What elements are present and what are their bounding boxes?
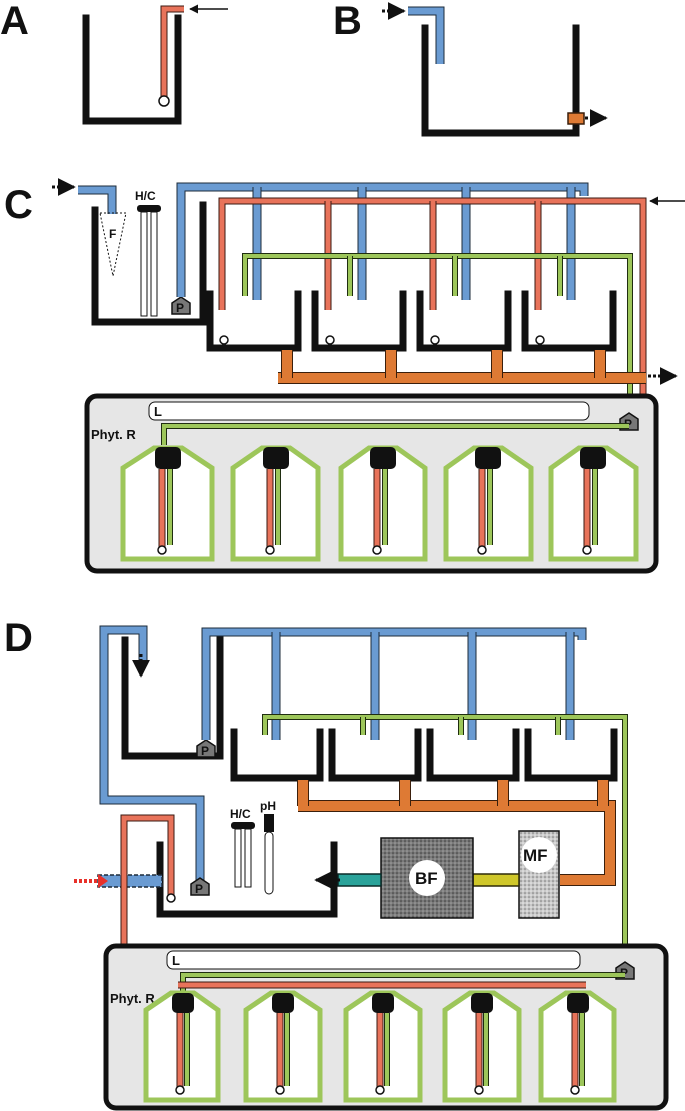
panel-d-reactor-label: Phyt. R bbox=[110, 991, 155, 1006]
panel-d-return-pipe bbox=[100, 626, 204, 880]
panel-c-pump-label: P bbox=[176, 301, 184, 315]
panel-d-nutrient-drops bbox=[360, 717, 561, 735]
panel-d-hc-cap bbox=[231, 822, 255, 829]
panel-c-nutrient-drops bbox=[347, 256, 563, 296]
panel-d-biofilter-badge bbox=[409, 860, 445, 896]
panel-d-sump-pump bbox=[190, 877, 210, 896]
panel-d-upper-tank bbox=[121, 636, 224, 760]
panel-d-label: D bbox=[4, 616, 33, 660]
panel-c-hc-label: H/C bbox=[135, 189, 156, 203]
panel-c: C F H/C P bbox=[4, 178, 685, 574]
panel-c-reactor-bottles bbox=[120, 445, 639, 562]
panel-c-main-tank bbox=[91, 201, 207, 326]
panel-c-label: C bbox=[4, 183, 33, 227]
panel-c-reactor-air-line bbox=[162, 424, 629, 445]
panel-c-filter-label: F bbox=[109, 227, 116, 241]
panel-d-biofilter-label: BF bbox=[415, 869, 438, 888]
panel-c-pump bbox=[171, 296, 191, 315]
panel-c-heater-cooler bbox=[150, 211, 158, 317]
panel-d-culture-tanks bbox=[230, 728, 618, 782]
panel-d-bf-to-sump-pipe bbox=[337, 873, 382, 887]
panel-d-freshwater-manifold bbox=[202, 628, 586, 740]
panel-d-drain-manifold bbox=[298, 801, 615, 885]
panel-d-lamp bbox=[166, 950, 581, 970]
panel-d-mf-to-bf-pipe bbox=[472, 873, 520, 887]
panel-c-reactor-label: Phyt. R bbox=[91, 427, 136, 442]
panel-b-drain-valve bbox=[567, 112, 585, 125]
panel-d-reactor-bottles bbox=[143, 990, 617, 1103]
panel-d-tank-2 bbox=[328, 728, 422, 782]
panel-d-ph-probe bbox=[264, 831, 274, 895]
panel-b: B bbox=[333, 0, 608, 137]
panel-d-hc-label: H/C bbox=[230, 807, 251, 821]
panel-c-freshwater-manifold bbox=[177, 183, 588, 297]
panel-c-tank-3 bbox=[416, 290, 512, 352]
panel-a-tank bbox=[82, 14, 182, 125]
panel-d-tank-4 bbox=[524, 728, 618, 782]
panel-a-label: A bbox=[0, 0, 29, 43]
panel-c-lamp-label: L bbox=[154, 404, 162, 419]
panel-c-lamp bbox=[148, 401, 590, 421]
panel-d-nutrient-manifold bbox=[263, 715, 627, 962]
panel-c-nutrient-manifold bbox=[243, 254, 632, 410]
panel-c-filter-cone bbox=[99, 212, 127, 277]
panel-d-tank-3 bbox=[426, 728, 520, 782]
panel-d-freshwater-drops bbox=[271, 632, 575, 740]
panel-c-tank-1 bbox=[206, 290, 302, 352]
panel-a-airstone-icon bbox=[158, 95, 170, 107]
panel-c-freshwater-drops bbox=[252, 187, 576, 300]
panel-d: D P bbox=[4, 616, 669, 1111]
panel-d-tank-1 bbox=[230, 728, 324, 782]
panel-d-drain-risers bbox=[297, 780, 609, 806]
panel-a: A bbox=[0, 0, 228, 125]
panel-c-culture-tanks bbox=[206, 290, 617, 352]
panel-b-label: B bbox=[333, 0, 362, 43]
panel-c-tank-2 bbox=[311, 290, 407, 352]
panel-a-recirculation-pipe bbox=[161, 6, 184, 104]
panel-d-upper-pump bbox=[196, 739, 216, 758]
panel-d-lamp-label: L bbox=[172, 953, 180, 968]
panel-d-mechanical-filter-badge bbox=[521, 837, 557, 873]
panel-d-ph-cap bbox=[264, 814, 274, 832]
panel-d-mechanical-filter-label: MF bbox=[523, 846, 548, 865]
panel-b-tank bbox=[421, 24, 580, 137]
panel-d-sump-pump-label: P bbox=[195, 882, 203, 896]
panel-d-upper-pump-label: P bbox=[201, 744, 209, 758]
panel-c-drain-risers bbox=[281, 350, 606, 378]
panel-d-heater-cooler bbox=[244, 828, 252, 888]
panel-c-hc-cap bbox=[137, 205, 161, 212]
panel-c-inflow-pipe bbox=[78, 186, 116, 214]
panel-c-tank-4 bbox=[521, 290, 617, 352]
panel-d-ph-label: pH bbox=[260, 799, 276, 813]
panel-b-freshwater-pipe bbox=[408, 7, 444, 64]
